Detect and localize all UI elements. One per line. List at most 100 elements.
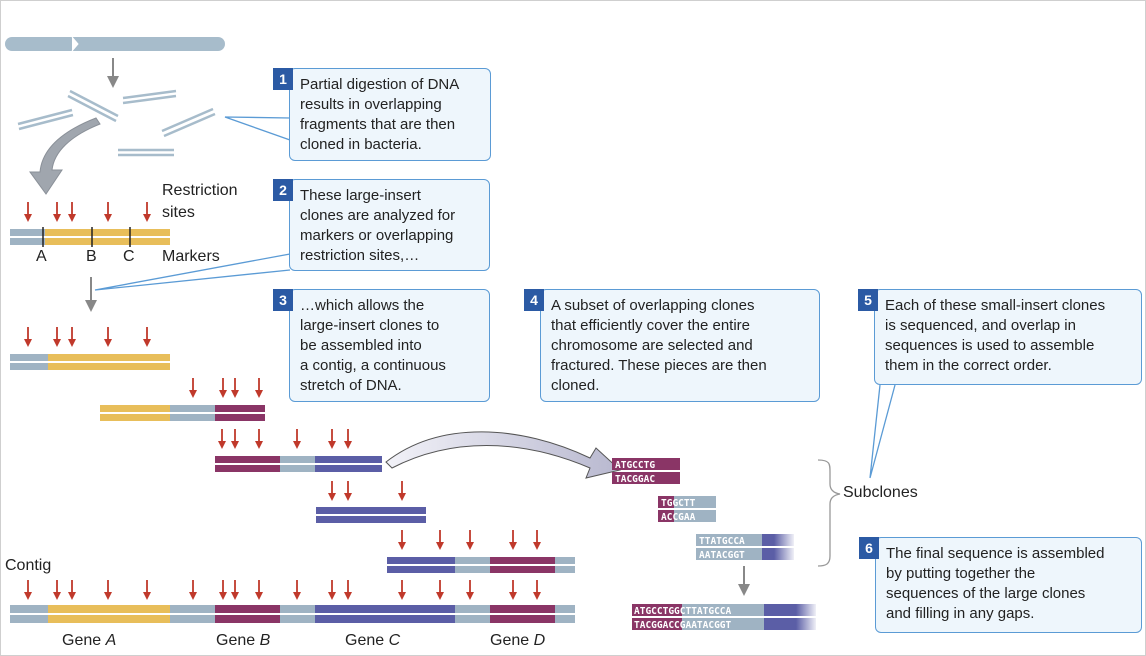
- down-arrow-1: [107, 58, 119, 88]
- restriction-arrow-head: [328, 592, 336, 600]
- seq-sub2-bottom-a: AC: [661, 512, 673, 523]
- restriction-arrow-head: [104, 214, 112, 222]
- step-4-text: A subset of overlapping clones that effi…: [551, 297, 767, 394]
- restriction-arrow-head: [68, 214, 76, 222]
- gene-d-label: Gene D: [490, 632, 545, 650]
- gene-b-letter: B: [259, 632, 271, 649]
- clone-2: [100, 405, 265, 421]
- restriction-arrow-head: [68, 592, 76, 600]
- step-2-callout: 2 These large-insert clones are analyzed…: [273, 179, 490, 271]
- gene-c-letter: C: [388, 632, 401, 649]
- restriction-arrow-head: [143, 214, 151, 222]
- gene-d-letter: D: [533, 632, 546, 649]
- restriction-arrow-head: [24, 592, 32, 600]
- contig-label: Contig: [5, 557, 52, 574]
- marker-c-label: C: [123, 248, 135, 265]
- gene-b-label: Gene B: [216, 632, 270, 650]
- step-6-callout: 6 The final sequence is assembled by put…: [859, 537, 1142, 633]
- step-4-callout: 4 A subset of overlapping clones that ef…: [524, 289, 820, 402]
- seq-sub3-top: TTATGCCA: [699, 536, 745, 547]
- clone-1: [10, 354, 170, 370]
- assembled-sequence: ATGCCTGGCTTATGCCA TACGGACCGAATACGGT: [632, 602, 818, 632]
- restriction-arrow-head: [344, 592, 352, 600]
- contig: [10, 605, 575, 623]
- markers-label: Markers: [162, 248, 220, 265]
- restriction-arrow-head: [436, 592, 444, 600]
- subclone-2: TGGCTT ACCGAA: [658, 496, 716, 523]
- seq-sub3-bottom: AATACGGT: [699, 550, 745, 561]
- svg-text:TACGGACCGAATACGGT: TACGGACCGAATACGGT: [634, 620, 732, 631]
- restriction-arrow-head: [231, 390, 239, 398]
- step-6-badge: 6: [859, 537, 879, 559]
- restriction-arrow-head: [398, 542, 406, 550]
- gene-a-label: Gene A: [62, 632, 116, 650]
- down-arrow-3: [738, 566, 750, 596]
- step-4-badge: 4: [524, 289, 544, 311]
- restriction-arrow-head: [219, 592, 227, 600]
- subclones-label: Subclones: [843, 484, 918, 501]
- gene-a-prefix: Gene: [62, 632, 106, 649]
- chromosome: [5, 36, 225, 52]
- restriction-arrow-head: [53, 592, 61, 600]
- restriction-arrow-head: [436, 542, 444, 550]
- restriction-arrow-head: [231, 592, 239, 600]
- subclone-1: ATGCCTG TACGGAC: [612, 458, 680, 485]
- restriction-sites-label: Restriction sites: [162, 182, 238, 221]
- seq-sub2-top-a: TG: [661, 498, 673, 509]
- restriction-arrow-head: [466, 592, 474, 600]
- down-arrow-2: [85, 277, 97, 312]
- subclone-3: TTATGCCA AATACGGT: [696, 532, 796, 562]
- gene-a-letter: A: [105, 632, 117, 649]
- step-5-callout: 5 Each of these small-insert clones is s…: [858, 289, 1142, 385]
- seq-sub1-bottom: TACGGAC: [615, 474, 655, 485]
- callout-pointers: [94, 116, 896, 479]
- restriction-arrow-head: [24, 214, 32, 222]
- subclones-brace: [817, 459, 841, 567]
- seq-final-top-a: ATGCCTG: [634, 606, 674, 617]
- restriction-arrow-head: [24, 339, 32, 347]
- seq-sub2-bottom-b: CGAA: [672, 512, 695, 523]
- gene-c-label: Gene C: [345, 632, 400, 650]
- gene-b-prefix: Gene: [216, 632, 260, 649]
- gene-d-prefix: Gene: [490, 632, 534, 649]
- step-5-badge: 5: [858, 289, 878, 311]
- restriction-arrow-head: [398, 592, 406, 600]
- seq-final-bottom-a: TACGGAC: [634, 620, 674, 631]
- step-5-text: Each of these small-insert clones is seq…: [885, 297, 1106, 374]
- restriction-arrow-head: [189, 592, 197, 600]
- seq-sub1-top: ATGCCTG: [615, 460, 655, 471]
- seq-final-bottom-b: CGAATACGGT: [674, 620, 731, 631]
- restriction-arrow-head: [231, 441, 239, 449]
- restriction-arrow-head: [344, 441, 352, 449]
- restriction-arrow-head: [328, 441, 336, 449]
- restriction-arrow-head: [255, 390, 263, 398]
- restriction-arrow-head: [219, 390, 227, 398]
- dna-fragments: [17, 89, 216, 157]
- restriction-arrow-head: [398, 493, 406, 501]
- step-1-badge: 1: [273, 68, 293, 90]
- restriction-arrow-head: [328, 493, 336, 501]
- step-2-badge: 2: [273, 179, 293, 201]
- step-3-text: …which allows the large-insert clones to…: [300, 297, 446, 394]
- clone-4: [316, 507, 426, 523]
- restriction-arrow-head: [255, 592, 263, 600]
- restriction-arrow-head: [293, 592, 301, 600]
- marker-a-label: A: [36, 248, 47, 265]
- restriction-arrow-head: [53, 339, 61, 347]
- restriction-arrow-head: [53, 214, 61, 222]
- restriction-arrow-head: [104, 339, 112, 347]
- restriction-site-arrows: [24, 202, 541, 600]
- seq-final-top-b: GCTTATGCCA: [674, 606, 731, 617]
- seq-sub2-top-b: GCTT: [672, 498, 695, 509]
- step-1-text: Partial digestion of DNA results in over…: [300, 76, 460, 153]
- gene-c-prefix: Gene: [345, 632, 389, 649]
- restriction-arrow-head: [466, 542, 474, 550]
- restriction-arrow-head: [533, 542, 541, 550]
- restriction-arrow-head: [143, 592, 151, 600]
- cloning-curved-arrow: [29, 117, 101, 195]
- step-6-text: The final sequence is assembled by putti…: [886, 545, 1105, 622]
- restriction-arrow-head: [218, 441, 226, 449]
- restriction-arrow-head: [104, 592, 112, 600]
